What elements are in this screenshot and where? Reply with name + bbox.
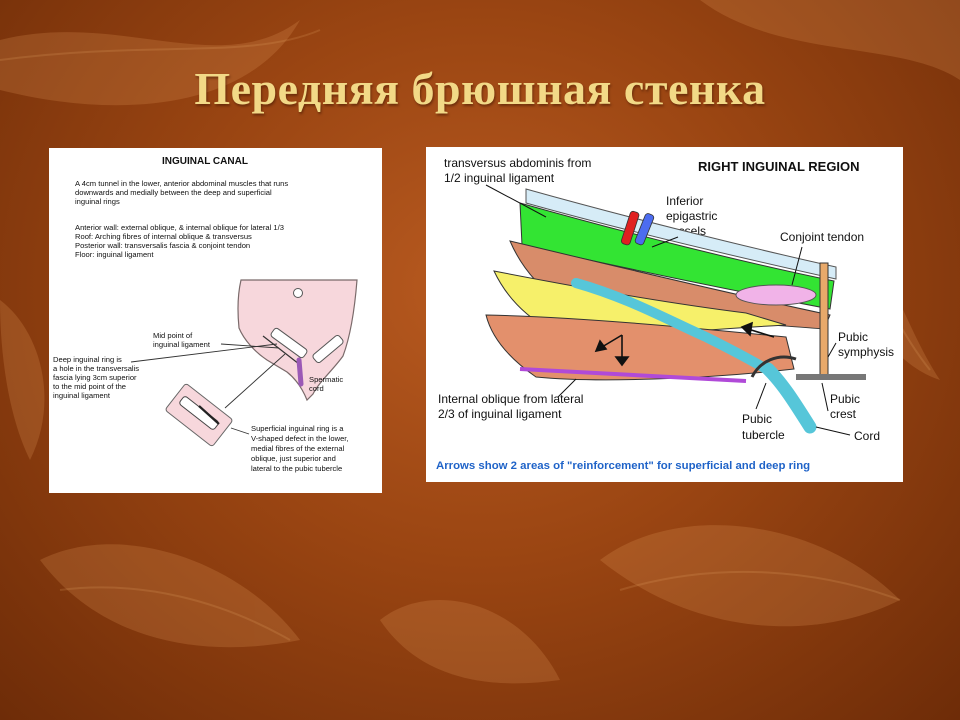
pubic-crest-label-2: crest [830, 407, 857, 421]
slide-title: Передняя брюшная стенка [194, 63, 766, 114]
reinforcement-caption: Arrows show 2 areas of "reinforcement" f… [436, 460, 810, 472]
cord-exit [761, 362, 817, 434]
spermatic-cord-shape [296, 357, 304, 387]
cord-label: Cord [854, 429, 880, 443]
superficial-ring-line-2: V-shaped defect in the lower, [251, 434, 349, 443]
wall-line-1: Anterior wall: external oblique, & inter… [75, 223, 284, 232]
pubic-crest-label-1: Pubic [830, 392, 860, 406]
external-oblique-muscle [485, 314, 795, 381]
spermatic-cord-path [571, 278, 771, 374]
mid-point-label-1: Mid point of [153, 331, 193, 340]
internal-oblique-label-2: 2/3 of inguinal ligament [438, 407, 562, 421]
torso-outline [237, 279, 358, 402]
wall-line-2: Roof: Arching fibres of internal oblique… [75, 232, 252, 241]
right-inguinal-heading: RIGHT INGUINAL REGION [698, 159, 860, 174]
pubic-symphysis-bone [819, 262, 829, 380]
superficial-ring-canal [312, 334, 344, 364]
intro-line-2: downwards and medially between the deep … [75, 188, 272, 197]
deep-ring-line-4: to the mid point of the [53, 382, 126, 391]
pubic-tubercle-label-1: Pubic [742, 412, 772, 426]
spermatic-cord-label-2: cord [309, 384, 324, 393]
pubic-tubercle-label-2: tubercle [742, 428, 785, 442]
transversus-label-2: 1/2 inguinal ligament [444, 171, 555, 185]
intro-line-3: inguinal rings [75, 197, 120, 206]
epigastric-label-2: epigastric [666, 209, 717, 223]
conjoint-tendon-label: Conjoint tendon [780, 230, 864, 244]
deep-ring-line-3: fascia lying 3cm superior [53, 373, 137, 382]
umbilicus-marker [293, 288, 303, 298]
superficial-ring-line-1: Superficial inguinal ring is a [251, 424, 344, 433]
pubic-tubercle-arc [750, 355, 797, 378]
epigastric-label-1: Inferior [666, 194, 703, 208]
right-inguinal-region-figure: RIGHT INGUINAL REGION transversus abdomi… [426, 147, 903, 482]
deep-ring-canal [270, 327, 308, 359]
deep-ring-line-2: a hole in the transversalis [53, 364, 139, 373]
inguinal-canal-heading: INGUINAL CANAL [162, 156, 248, 167]
reinforcement-arrows [594, 321, 775, 367]
pink-conjoint-area [735, 284, 817, 306]
intro-line-1: A 4cm tunnel in the lower, anterior abdo… [75, 179, 288, 188]
deep-ring-line-1: Deep inguinal ring is [53, 355, 122, 364]
spermatic-cord-label-1: Spermatic [309, 375, 343, 384]
epigastric-vein [634, 213, 655, 246]
pubic-symphysis-label-1: Pubic [838, 330, 868, 344]
deep-ring-line-5: inguinal ligament [53, 391, 111, 400]
purple-inguinal-ligament [519, 367, 747, 383]
wall-line-4: Floor: inguinal ligament [75, 250, 154, 259]
mid-point-label-2: inguinal ligament [153, 340, 211, 349]
superficial-ring-line-5: lateral to the pubic tubercle [251, 464, 342, 473]
pubic-symphysis-label-2: symphysis [838, 345, 894, 359]
wall-line-3: Posterior wall: transversalis fascia & c… [75, 241, 250, 250]
inguinal-canal-figure: INGUINAL CANAL A 4cm tunnel in the lower… [49, 148, 382, 493]
epigastric-artery [621, 210, 640, 246]
internal-oblique-label-1: Internal oblique from lateral [438, 392, 583, 406]
transversus-label-1: transversus abdominis from [444, 156, 591, 170]
superficial-ring-line-3: medial fibres of the external [251, 444, 345, 453]
superficial-ring-line-4: oblique, just superior and [251, 454, 336, 463]
magnified-canal-inset [165, 383, 233, 447]
